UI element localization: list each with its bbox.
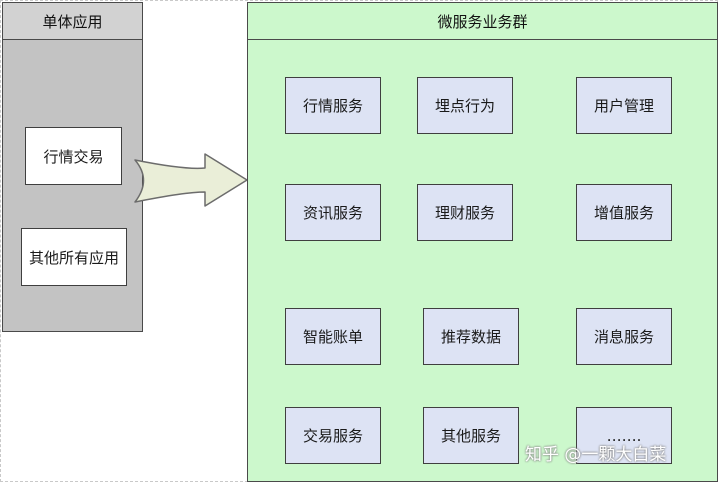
microservices-title: 微服务业务群 <box>248 3 717 40</box>
service-trading: 交易服务 <box>285 407 381 464</box>
service-wealth-management: 理财服务 <box>417 184 513 241</box>
service-messaging: 消息服务 <box>576 308 672 365</box>
service-user-management: 用户管理 <box>576 77 672 134</box>
watermark: 知乎 @一颗大白菜 <box>525 445 667 465</box>
monolith-item-trading: 行情交易 <box>25 127 122 185</box>
service-smart-billing: 智能账单 <box>285 308 381 365</box>
service-other: 其他服务 <box>423 407 519 464</box>
monolith-item-other-apps: 其他所有应用 <box>21 228 127 286</box>
service-tracking-behavior: 埋点行为 <box>417 77 513 134</box>
migration-arrow <box>134 153 248 207</box>
service-ellipsis: ……. <box>576 407 672 464</box>
service-value-added: 增值服务 <box>576 184 672 241</box>
service-news: 资讯服务 <box>285 184 381 241</box>
service-market-data: 行情服务 <box>285 77 381 134</box>
monolith-panel: 单体应用 行情交易 其他所有应用 <box>2 2 143 332</box>
service-recommendation-data: 推荐数据 <box>423 308 519 365</box>
monolith-title: 单体应用 <box>3 3 142 40</box>
microservices-panel: 微服务业务群 行情服务 埋点行为 用户管理 资讯服务 理财服务 增值服务 智能账… <box>247 2 718 482</box>
